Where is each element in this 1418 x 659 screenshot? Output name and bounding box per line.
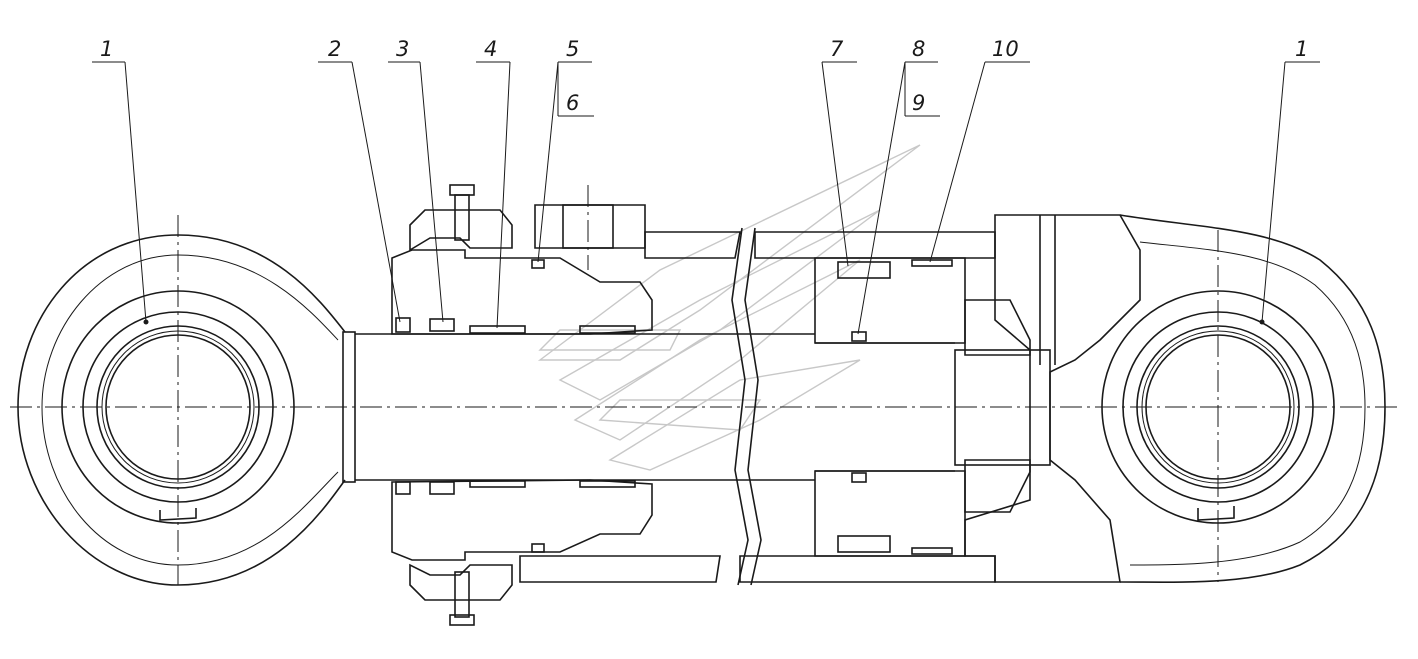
callout-5: 5: [566, 37, 579, 61]
gland-head: [391, 184, 653, 626]
callout-6: 6: [566, 91, 579, 115]
piston: [814, 257, 1051, 557]
callout-7: 7: [830, 37, 844, 61]
callout-2: 2: [328, 37, 341, 61]
callout-1-right: 1: [1295, 37, 1308, 61]
callout-8: 8: [912, 37, 925, 61]
left-eye-end: [17, 234, 346, 586]
centerlines: [10, 185, 1400, 585]
callout-1-left: 1: [100, 37, 113, 61]
callout-10: 10: [992, 37, 1019, 61]
right-end-cap: [964, 214, 1386, 583]
callout-9: 9: [912, 91, 925, 115]
callout-4: 4: [484, 37, 497, 61]
callout-3: 3: [396, 37, 409, 61]
leader-lines: [92, 61, 1320, 335]
